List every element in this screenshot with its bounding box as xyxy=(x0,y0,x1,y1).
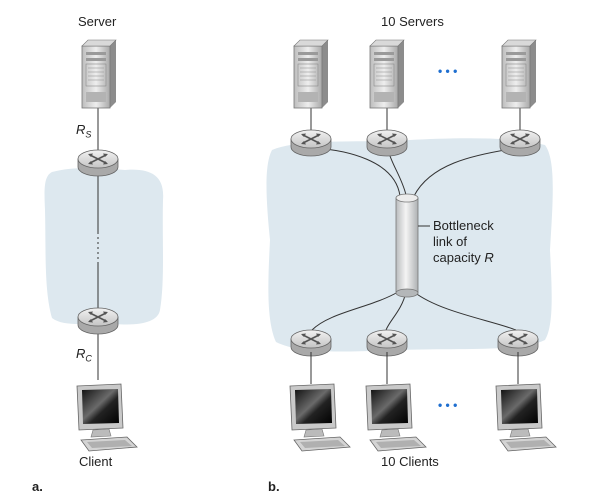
link-bottleneck-router xyxy=(311,291,399,331)
server-icon xyxy=(369,39,405,109)
rs-label: RS xyxy=(76,122,91,140)
bottleneck-capacity-text: capacity xyxy=(433,250,485,265)
server-label: Server xyxy=(78,14,117,29)
client-computer-icon xyxy=(76,383,138,452)
router-icon xyxy=(366,129,408,157)
bottleneck-capacity-symbol: R xyxy=(484,250,494,265)
bottleneck-label-line2: link of xyxy=(433,234,467,249)
server-icon xyxy=(293,39,329,109)
server-icon xyxy=(81,39,117,109)
rc-subscript: C xyxy=(85,353,92,364)
panel-a-label: a. xyxy=(32,479,43,494)
ellipsis-servers: • • • xyxy=(438,64,458,78)
client-computer-icon xyxy=(495,383,557,452)
bottleneck-label-line3: capacity R xyxy=(433,250,494,265)
rc-label: RC xyxy=(76,346,92,364)
router-icon xyxy=(499,129,541,157)
rs-symbol: R xyxy=(76,122,86,137)
server-icon xyxy=(501,39,537,109)
router-icon xyxy=(290,129,332,157)
client-computer-icon xyxy=(365,383,427,452)
clients-label: 10 Clients xyxy=(381,454,439,469)
panel-b-label: b. xyxy=(268,479,280,494)
link-bottleneck-router xyxy=(413,291,517,331)
router-icon xyxy=(77,149,119,177)
client-label: Client xyxy=(79,454,113,469)
servers-label: 10 Servers xyxy=(381,14,444,29)
ellipsis-clients: • • • xyxy=(438,398,458,412)
client-computer-icon xyxy=(289,383,351,452)
bottleneck-label-line1: Bottleneck xyxy=(433,218,494,233)
rc-symbol: R xyxy=(76,346,86,361)
network-cloud-a xyxy=(44,168,164,325)
bottleneck-link-cylinder xyxy=(395,193,419,298)
router-icon xyxy=(77,307,119,335)
rs-subscript: S xyxy=(85,129,92,140)
